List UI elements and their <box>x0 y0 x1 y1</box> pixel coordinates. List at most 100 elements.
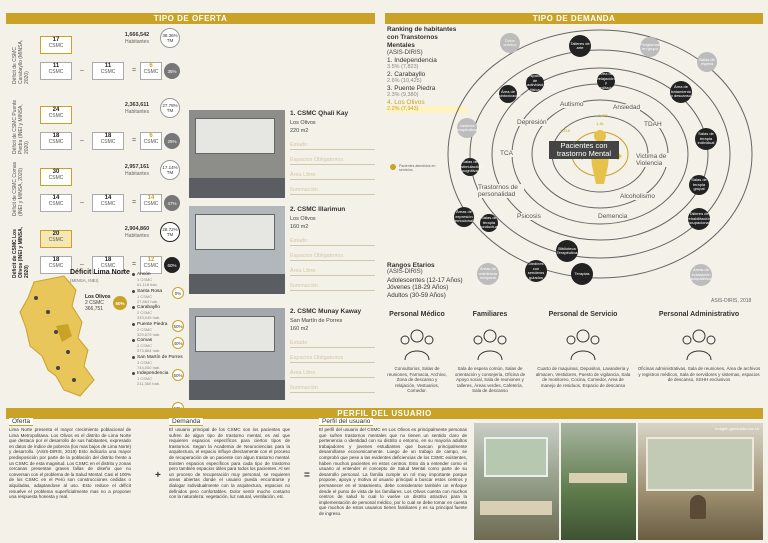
ranking-source: (ASIS-DIRIS) <box>387 50 423 56</box>
csmc-have-value: 14 <box>52 195 60 201</box>
csmc-have-value: 11 <box>52 63 60 69</box>
center-area: 160 m2 <box>290 326 309 332</box>
space-node: Áreas de evaluación psiquiátrica <box>690 264 712 286</box>
equals-icon: = <box>132 67 137 74</box>
profile-tab: Oferta <box>9 418 34 426</box>
center-photo <box>189 110 285 198</box>
age-title: Rangos Etarios <box>387 262 435 269</box>
center-criterion: Área Libre <box>290 267 375 276</box>
csmc-deficit-value: 12 <box>147 257 155 263</box>
personnel-spaces: Consultorios, Salas de reuniones, Farmac… <box>387 366 447 393</box>
personnel-title: Personal de Servicio <box>548 311 618 318</box>
disorder-count: 1,426 <box>598 113 609 118</box>
csmc-unit: CSMC <box>48 237 64 243</box>
center-criterion: Iluminación <box>290 384 375 393</box>
space-node: Salas de terapia individual <box>695 128 717 150</box>
equals-icon: = <box>132 261 137 268</box>
space-node: Salas de espera <box>697 52 717 72</box>
csmc-unit: CSMC <box>48 201 64 207</box>
ranking-item: 4. Los Olivos <box>387 99 425 106</box>
ranking-item: 2. Carabayllo <box>387 71 426 78</box>
center-district: Los Olivos <box>290 216 316 222</box>
legend-dot-icon <box>390 164 396 170</box>
center-title: 2. CSMC Munay Kaway <box>290 308 362 315</box>
profile-tab: Demanda <box>169 418 204 426</box>
disorder-label: Autismo <box>560 101 584 108</box>
demand-section-title: TIPO DE DEMANDA <box>385 13 763 24</box>
center-criterion: Estado <box>290 141 375 150</box>
district-dot-icon <box>132 273 135 276</box>
disorder-label: TCA <box>500 150 513 157</box>
csmc-existing-value: 18 <box>104 257 112 263</box>
center-area: 220 m2 <box>290 128 309 134</box>
csmc-unit: CSMC <box>100 139 116 145</box>
personnel-spaces: Cuarto de maquinas, Depositos, Lavanderí… <box>535 366 631 388</box>
disorder-label: Depresión <box>517 119 547 126</box>
disorder-label: TDAH <box>644 121 662 128</box>
photo-caption: Imagen generada con IA <box>715 426 759 431</box>
csmc-deficit-value: 6 <box>149 63 153 69</box>
space-node: Jardines terapéuticos <box>456 118 478 138</box>
perfil-text: El perfil del usuario del CSMC en Los Ol… <box>319 427 467 516</box>
csmc-total-value: 20 <box>52 231 60 237</box>
person-group-icon <box>563 326 603 362</box>
minus-icon: – <box>80 137 84 144</box>
csmc-existing-value: 11 <box>104 63 112 69</box>
population-label: Habitantes <box>125 39 149 45</box>
space-node: Dolor crónico <box>500 33 520 53</box>
plus-icon: + <box>155 470 161 481</box>
center-district: San Martín de Porres <box>290 318 343 324</box>
person-group-icon <box>397 326 437 362</box>
space-node: Área de tratamiento y descanso <box>670 81 692 103</box>
center-criterion: Área Libre <box>290 171 375 180</box>
space-node: Salas de terapia conductual <box>479 214 499 232</box>
district-pct-badge: 50% <box>172 369 184 381</box>
personnel-title: Personal Médico <box>389 311 445 318</box>
district-pct-badge: 50% <box>172 320 184 332</box>
space-node: Salas de terapia grupal <box>689 175 709 195</box>
population-value: 2,363,611 <box>124 102 150 108</box>
center-criterion: Área Libre <box>290 369 375 378</box>
personnel-spaces: Oficinas administrativas, Sala de reunio… <box>637 366 761 382</box>
district-pct-badge: 0% <box>172 287 184 299</box>
olivos-pct-badge: 50% <box>113 296 127 310</box>
personnel-title: Personal Administrativo <box>658 311 740 318</box>
csmc-deficit-value: 6 <box>149 133 153 139</box>
center-criterion: Iluminación <box>290 282 375 291</box>
population-label: Habitantes <box>125 233 149 239</box>
csmc-unit: CSMC <box>100 263 116 269</box>
profile-tab: Perfil del usuario <box>319 418 374 426</box>
csmc-unit: CSMC <box>48 43 64 49</box>
csmc-unit: CSMC <box>48 139 64 145</box>
tm-pct-badge: 38.36%TM <box>160 28 180 48</box>
deficit-pct-badge: 25% <box>164 133 180 149</box>
csmc-unit: CSMC <box>48 175 64 181</box>
population-value: 1,666,542 <box>124 32 150 38</box>
disorder-label: Ansiedad <box>613 104 641 111</box>
csmc-existing-value: 14 <box>104 195 112 201</box>
csmc-unit: CSMC <box>48 113 64 119</box>
csmc-unit: CSMC <box>143 69 159 75</box>
space-node: Terapias <box>571 263 593 285</box>
disorder-label: Alcoholismo <box>620 193 656 200</box>
population-value: 2,957,161 <box>124 164 150 170</box>
minus-icon: – <box>80 261 84 268</box>
district-pct-badge: 40% <box>172 337 184 349</box>
disorder-label: Victima de Violencia <box>636 153 682 167</box>
deficit-pct-badge: 60% <box>164 257 180 273</box>
ranking-title: Ranking de habitantes con Transtornos Me… <box>387 26 457 49</box>
